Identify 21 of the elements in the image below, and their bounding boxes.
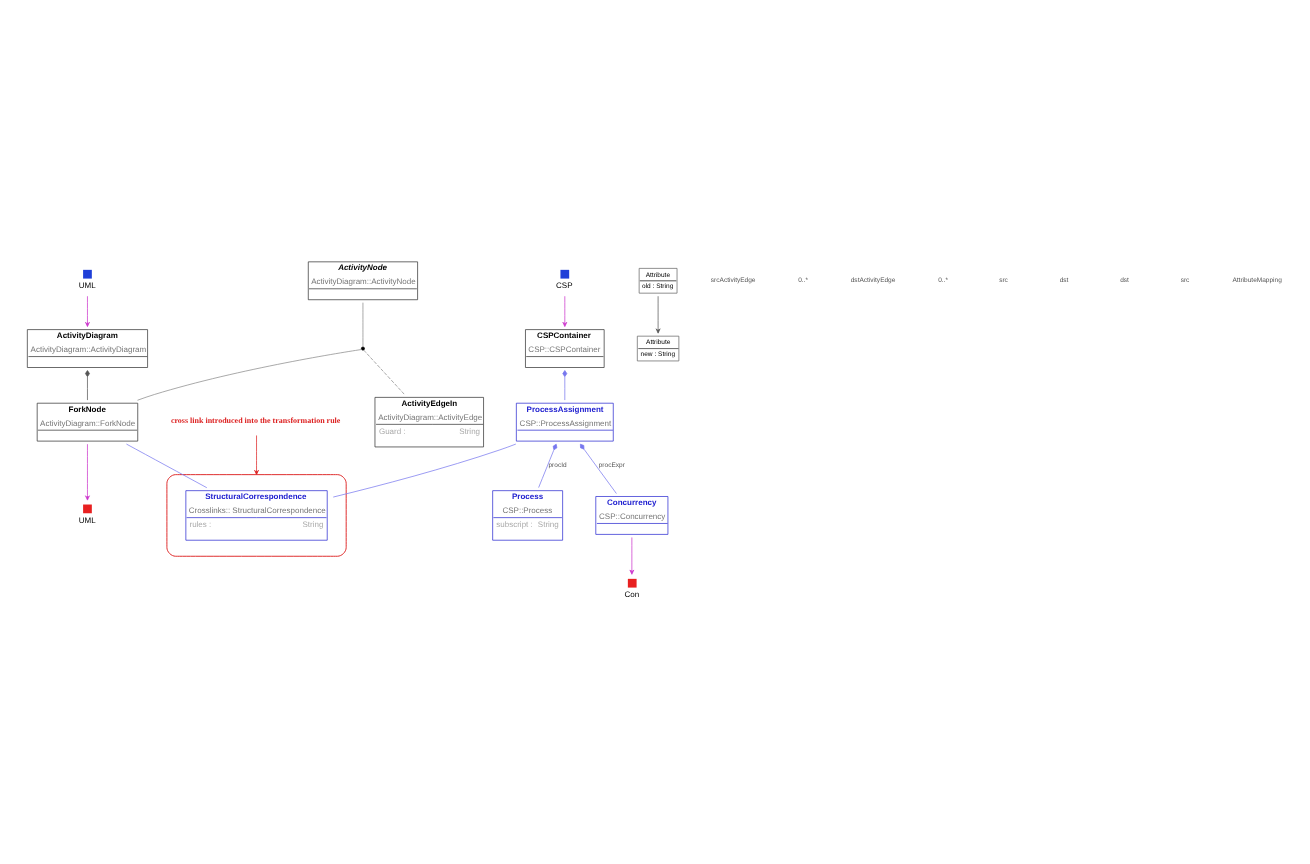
node-box [83, 269, 92, 279]
node-box [627, 578, 637, 588]
connector [562, 370, 568, 401]
connector [85, 370, 90, 401]
connector [362, 302, 364, 348]
connector [332, 443, 517, 498]
arrow [655, 295, 661, 334]
arrow [562, 295, 568, 327]
arrow [254, 435, 259, 475]
connector [363, 349, 405, 395]
connector [126, 443, 208, 489]
cluster [166, 474, 347, 557]
arrow [85, 443, 90, 501]
node-box [560, 269, 570, 279]
connector [137, 349, 362, 401]
connector [580, 443, 617, 494]
arrow [85, 295, 90, 327]
connector [538, 443, 558, 488]
node-point [361, 346, 365, 351]
node-box [83, 504, 92, 514]
arrow [629, 537, 635, 575]
